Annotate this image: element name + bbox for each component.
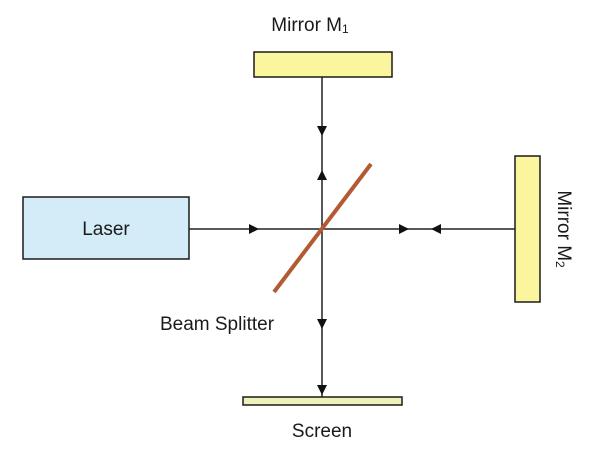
- mirror-m2-label-sub: 2: [553, 261, 567, 268]
- arrow-right-laser-beam: [249, 224, 259, 234]
- beam-splitter: [272, 162, 373, 294]
- mirror-m1-label-main: Mirror M: [271, 15, 342, 36]
- mirror-m2-label-main: Mirror M: [553, 190, 574, 261]
- laser-box: [22, 196, 190, 260]
- arrow-down-to-splitter: [317, 126, 327, 136]
- beam-splitter-label: Beam Splitter: [160, 314, 275, 335]
- arrow-up-to-mirror1: [317, 170, 327, 180]
- mirror-m2: [514, 155, 541, 303]
- mirror-m1-label: Mirror M1: [271, 15, 349, 36]
- arrow-left-from-mirror2: [431, 224, 441, 234]
- mirror-m1: [253, 51, 393, 78]
- mirror-m2-label: Mirror M2: [553, 190, 574, 268]
- arrow-down-below-splitter: [317, 319, 327, 329]
- screen-plate: [242, 396, 403, 406]
- mirror-m1-label-sub: 1: [342, 22, 349, 36]
- arrow-down-to-screen: [317, 385, 327, 395]
- laser-label: Laser: [82, 219, 130, 240]
- screen-label: Screen: [292, 421, 352, 442]
- arrow-right-to-mirror2: [399, 224, 409, 234]
